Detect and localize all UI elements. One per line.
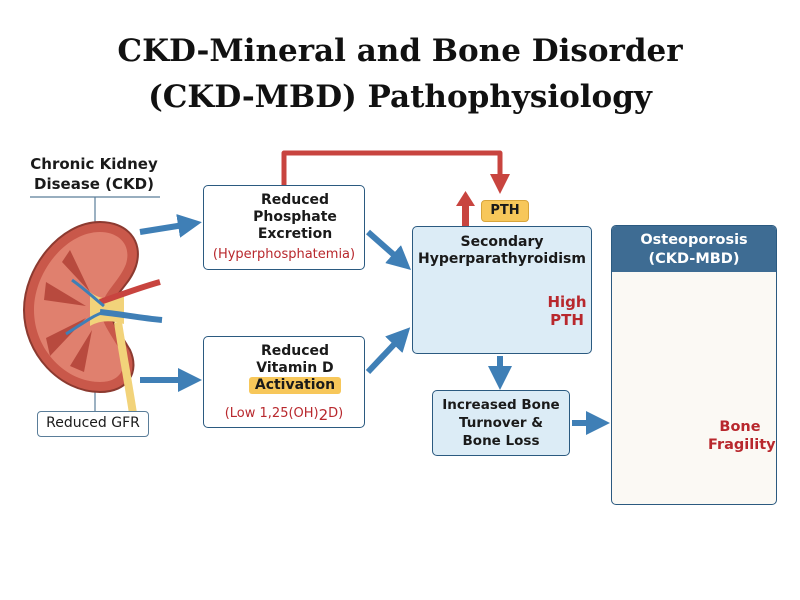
page-title: CKD-Mineral and Bone Disorder (CKD-MBD) … [0,28,800,120]
ckd-label-line-2: Disease (CKD) [34,175,154,193]
renal-artery [99,279,161,305]
arrow-phosphate-to-hpt [366,229,411,270]
arrow-phosphate-to-pth [281,150,510,194]
vitamin-d-line-1: Reduced [260,343,330,359]
phosphate-title: Reduced Phosphate Excretion [230,192,360,243]
reduced-vitamin-d-activation-box: Reduced Vitamin D Activation (Low 1,25(O… [203,336,365,428]
hpt-line-2: Hyperparathyroidism [418,251,586,267]
renal-pyramid-1 [62,250,90,292]
high-pth-label: High PTH [545,293,589,329]
low-calcitriol-label: (Low 1,25(OH)2D) [204,404,364,424]
vitamin-d-line-2: Vitamin D [256,360,334,376]
arrow-kidney-to-phosphate [139,214,202,238]
high-pth-line-1: High [547,293,587,311]
ckd-label-line-1: Chronic Kidney [30,155,158,173]
arrow-vitamin-d-to-hpt [365,327,411,375]
turnover-line-3: Bone Loss [462,433,540,449]
hyperphosphatemia-label: (Hyperphosphatemia) [212,247,356,262]
vitamin-d-title: Reduced Vitamin D Activation [230,343,360,394]
turnover-line-1: Increased Bone [442,397,560,413]
reduced-gfr-box: Reduced GFR [37,411,149,437]
ckd-label: Chronic Kidney Disease (CKD) [14,154,174,194]
phosphate-line-3: Excretion [257,226,333,242]
phosphate-line-2: Phosphate [253,209,337,225]
renal-vein [99,309,163,323]
renal-pyramid-4 [70,330,92,372]
turnover-line-2: Turnover & [459,415,543,431]
bone-fragility-line-1: Bone [719,419,761,435]
high-pth-line-2: PTH [550,311,584,329]
pth-badge: PTH [481,200,529,222]
low-calcitriol-subscript: 2 [318,406,329,424]
hpt-line-1: Secondary [460,234,544,250]
title-line-2: (CKD-MBD) Pathophysiology [148,79,652,115]
bone-fragility-label: Bone Fragility [708,418,776,454]
kidney-illustration [22,220,163,421]
osteoporosis-panel: Osteoporosis (CKD-MBD) Bone Fragility [611,225,777,505]
osteoporosis-header: Osteoporosis (CKD-MBD) [612,226,776,272]
low-calcitriol-prefix: (Low 1,25(OH) [224,406,319,421]
phosphate-line-1: Reduced [260,192,330,208]
pth-up-arrow-icon [456,191,475,226]
bone-fragility-line-2: Fragility [708,437,776,453]
increased-bone-turnover-box: Increased Bone Turnover & Bone Loss [432,390,570,456]
renal-pyramid-2 [44,282,86,306]
low-calcitriol-suffix: D) [328,406,344,421]
reduced-phosphate-excretion-box: Reduced Phosphate Excretion (Hyperphosph… [203,185,365,270]
vitamin-d-activation-highlight: Activation [248,377,342,394]
reduced-gfr-label: Reduced GFR [46,415,140,431]
secondary-hyperparathyroidism-box: Secondary Hyperparathyroidism High PTH [412,226,592,354]
title-line-1: CKD-Mineral and Bone Disorder [117,33,683,69]
renal-vein-branch [65,278,105,336]
hpt-title: Secondary Hyperparathyroidism [413,234,591,268]
ureter [114,321,138,421]
osteoporosis-line-1: Osteoporosis [640,232,748,248]
osteoporosis-line-2: (CKD-MBD) [648,251,740,267]
